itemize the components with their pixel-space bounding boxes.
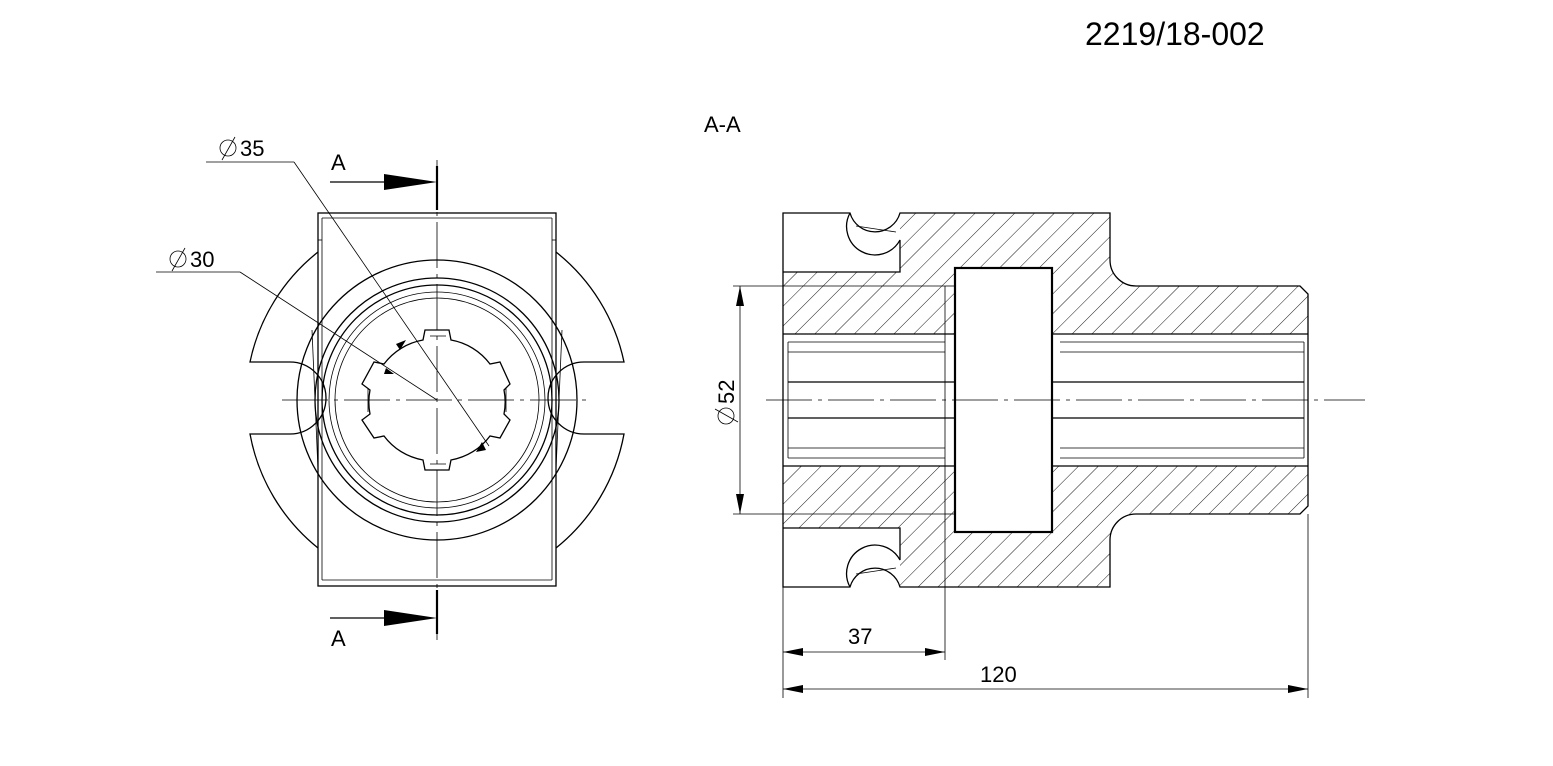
diameter-symbol-icon xyxy=(714,407,739,425)
section-arrow-bottom xyxy=(384,610,437,626)
dimension-length-120: 120 xyxy=(980,662,1017,687)
section-outline xyxy=(782,212,1309,588)
section-view: A-A xyxy=(704,112,1365,698)
flange-right-lobe xyxy=(547,251,625,549)
drawing-number: 2219/18-002 xyxy=(1085,16,1265,52)
spline-profile xyxy=(361,329,511,471)
cut-label-bottom: A xyxy=(331,626,346,651)
dimension-length-37: 37 xyxy=(848,624,872,649)
diameter-symbol-icon xyxy=(219,136,237,161)
end-view: A A 35 30 xyxy=(156,136,625,651)
section-arrow-top xyxy=(384,174,437,190)
dimension-dia-30: 30 xyxy=(190,247,214,272)
cut-label-top: A xyxy=(331,150,346,175)
dimension-dia-35: 35 xyxy=(240,136,264,161)
diameter-symbol-icon xyxy=(169,247,187,272)
flange-left-lobe xyxy=(249,251,327,549)
dimension-dia-52: 52 xyxy=(714,380,739,404)
section-title: A-A xyxy=(704,112,741,137)
